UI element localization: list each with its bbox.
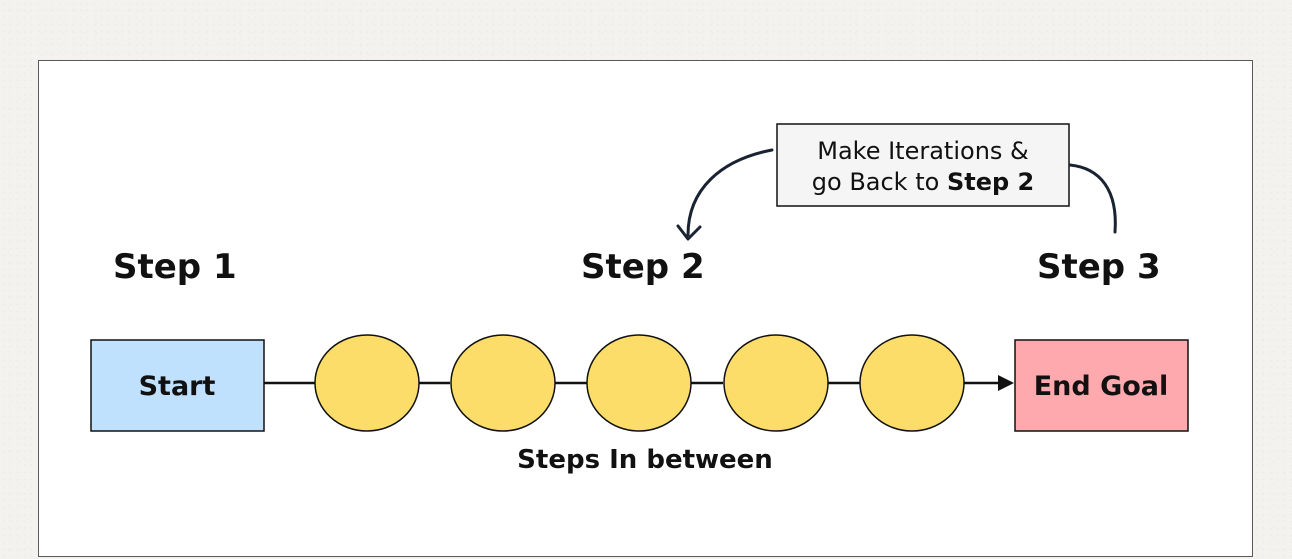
arrow-to-end-goal-head: [998, 375, 1014, 391]
start-box: [90, 339, 265, 432]
iteration-note-box: [776, 123, 1070, 207]
start-box-label: Start: [139, 371, 216, 402]
iteration-note-line-1: Make Iterations &: [817, 137, 1029, 165]
iteration-back-arrow-head: [676, 224, 702, 241]
end-goal-box-label: End Goal: [1034, 371, 1169, 402]
iteration-note-line-2-prefix: go Back to: [812, 168, 947, 196]
intermediate-step-5: [859, 334, 965, 432]
step-3-label: Step 3: [1037, 247, 1161, 287]
intermediate-steps: [314, 334, 965, 432]
step-2-label: Step 2: [581, 247, 705, 287]
intermediate-step-2: [450, 334, 556, 432]
iteration-note-line-2-bold: Step 2: [947, 168, 1034, 196]
steps-in-between-caption: Steps In between: [517, 445, 773, 475]
step-1-label: Step 1: [113, 247, 237, 287]
intermediate-step-4: [723, 334, 829, 432]
end-goal-box: [1014, 339, 1189, 432]
iteration-note-line-2: go Back to Step 2: [812, 168, 1034, 196]
intermediate-step-1: [314, 334, 420, 432]
step-3-to-note-curve: [1068, 163, 1117, 234]
intermediate-step-3: [586, 334, 692, 432]
iteration-back-arrow: [686, 148, 774, 237]
